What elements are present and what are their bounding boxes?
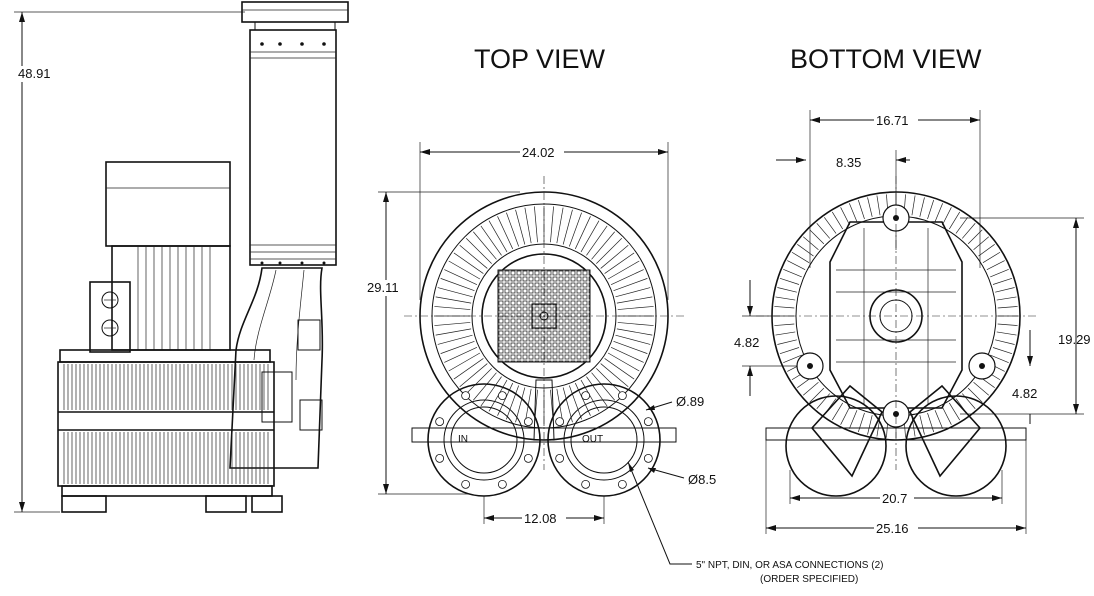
inlet-label: IN bbox=[458, 434, 468, 445]
dim-top-width: 24.02 bbox=[522, 145, 555, 160]
dim-bottom-half-width: 8.35 bbox=[836, 155, 861, 170]
dim-bolt-circle: Ø8.5 bbox=[688, 472, 716, 487]
dim-bottom-base-width: 20.7 bbox=[882, 491, 907, 506]
dim-port-spacing: 12.08 bbox=[524, 511, 557, 526]
connections-order-note: (ORDER SPECIFIED) bbox=[760, 574, 858, 585]
dim-bottom-offset-right: 4.82 bbox=[1012, 386, 1037, 401]
dim-top-height: 29.11 bbox=[367, 280, 399, 295]
bottom-view-title: BOTTOM VIEW bbox=[790, 44, 982, 74]
side-view: 48.91 bbox=[14, 1, 349, 513]
dim-overall-height: 48.91 bbox=[18, 66, 51, 81]
top-view-title: TOP VIEW bbox=[474, 44, 606, 74]
dim-bottom-mount-width: 16.71 bbox=[876, 113, 909, 128]
bottom-view: BOTTOM VIEW 16.71 8.35 19.29 4.82 bbox=[734, 44, 1091, 536]
outlet-label: OUT bbox=[582, 434, 603, 445]
dim-bottom-overall-width: 25.16 bbox=[876, 521, 909, 536]
dim-bolt-hole: Ø.89 bbox=[676, 394, 704, 409]
dim-bottom-mount-height: 19.29 bbox=[1058, 332, 1091, 347]
connections-note: 5" NPT, DIN, OR ASA CONNECTIONS (2) bbox=[696, 560, 883, 571]
dim-bottom-offset-left: 4.82 bbox=[734, 335, 759, 350]
top-view: TOP VIEW 24.02 29.11 bbox=[366, 44, 883, 585]
